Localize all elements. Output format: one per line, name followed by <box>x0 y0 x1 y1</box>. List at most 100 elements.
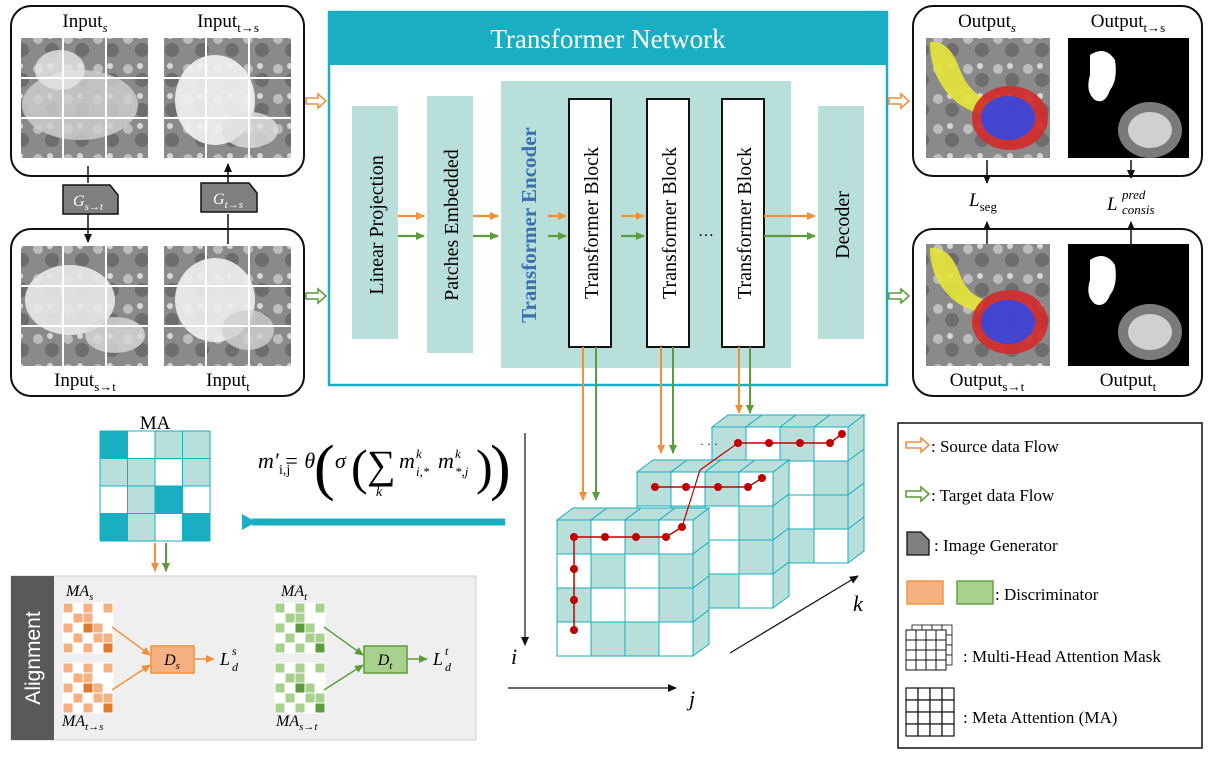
loss-seg: Lseg <box>968 190 997 214</box>
matrix-ma-t2s-cell <box>72 692 84 704</box>
matrix-ma-t2s-cell <box>72 702 84 714</box>
axis-i-label: i <box>511 644 517 669</box>
red-path-middle-dot <box>744 483 752 491</box>
red-path-back-dot <box>826 439 834 447</box>
matrix-ma-s2t-cell <box>314 662 326 674</box>
legend-ma-cell <box>941 723 955 737</box>
matrix-ma-t2s-cell <box>72 672 84 684</box>
matrix-ma-s-cell <box>82 632 94 644</box>
legend-ma-cell <box>929 711 943 725</box>
matrix-ma-s2t-cell <box>274 692 286 704</box>
matrix-ma-s2t-cell <box>274 682 286 694</box>
patches-embedded-box <box>427 96 473 353</box>
linear-projection-box <box>352 106 398 339</box>
label-ma-t: MAt <box>280 583 308 603</box>
loss-d-t-sup: t <box>445 644 449 658</box>
cube-front-cell <box>624 587 660 623</box>
svg-text:Gs→t: Gs→t <box>73 193 104 213</box>
cube-front-cell <box>813 494 849 530</box>
svg-text:k: k <box>455 446 461 461</box>
svg-text:): ) <box>490 434 511 502</box>
cube-front-cell <box>590 621 626 657</box>
discriminator-s: Ds <box>150 645 195 674</box>
legend-mask-cell <box>915 629 927 641</box>
matrix-ma-t2s-cell <box>92 682 104 694</box>
red-path-front-dot <box>570 596 578 604</box>
matrix-ma-s-cell <box>62 602 74 614</box>
matrix-ma-t2s-cell <box>82 702 94 714</box>
legend-mask-icon <box>905 624 953 671</box>
patches-embedded-label: Patches Embedded <box>441 149 463 301</box>
matrix-ma-s-cell <box>82 642 94 654</box>
image-output-s2t <box>926 244 1050 366</box>
matrix-ma-t2s-cell <box>62 672 74 684</box>
input-group-top: Inputs Inputt→s <box>10 5 305 177</box>
label-output-t2s: Outputt→s <box>1091 11 1165 35</box>
svg-text:k: k <box>376 485 383 500</box>
legend-ma-cell <box>929 723 943 737</box>
transformer-block-1-label: Transformer Block <box>581 147 603 299</box>
matrix-ma-t-cell <box>274 602 286 614</box>
matrix-ma-s2t-cell <box>284 702 296 714</box>
label-output-s: Outputs <box>958 11 1016 35</box>
label-ma-t2s: MAt→s <box>61 713 103 733</box>
matrix-ma-s-cell <box>92 642 104 654</box>
matrix-ma-t-cell <box>284 612 296 624</box>
matrix-ma-t2s-cell <box>62 692 74 704</box>
matrix-ma-s2t-cell <box>294 702 306 714</box>
legend-ma-cell <box>941 687 955 701</box>
label-ma-s: MAs <box>65 583 93 603</box>
ma-formula: m′ i,j = θ ( σ ( ∑ k m k i,* m k *,j ) ) <box>258 434 511 502</box>
red-path-middle-dot <box>714 483 722 491</box>
legend-mask-cell <box>915 639 927 651</box>
matrix-ma-s-cell <box>62 632 74 644</box>
legend-mask-cell <box>915 659 927 671</box>
matrix-ma-s-cell <box>82 622 94 634</box>
label-output-s2t: Outputs→t <box>950 370 1025 394</box>
legend-mask-cell <box>925 639 937 651</box>
matrix-ma-s-cell <box>102 602 114 614</box>
matrix-ma-t-cell <box>314 612 326 624</box>
label-output-t: Outputt <box>1100 370 1157 394</box>
matrix-ma-t2s-cell <box>92 692 104 704</box>
red-path-front-dot <box>570 533 578 541</box>
ma-cell <box>182 513 211 542</box>
ma-matrix <box>99 430 211 542</box>
matrix-ma-s2t-cell <box>304 682 316 694</box>
ma-title: MA <box>140 413 171 434</box>
matrix-ma-s-cell <box>92 632 104 644</box>
image-input-s2t <box>21 246 148 366</box>
matrix-ma-t-cell <box>314 632 326 644</box>
legend-mask-cell <box>935 639 947 651</box>
legend-ma-cell <box>905 723 919 737</box>
matrix-ma-t-cell <box>294 612 306 624</box>
ma-cell <box>182 485 211 514</box>
flow-arrow-source-out <box>888 92 911 110</box>
loss-consis-sup: pred <box>1121 187 1146 202</box>
red-path-link <box>681 442 739 528</box>
transformer-block-n <box>721 98 765 348</box>
cube-front-cell <box>658 587 694 623</box>
matrix-ma-t-cell <box>294 602 306 614</box>
output-group-top: Outputs Outputt→s <box>912 5 1203 177</box>
legend-target-icon <box>905 485 931 503</box>
loss-d-s-sup: s <box>232 644 237 658</box>
matrix-ma-s-cell <box>92 612 104 624</box>
matrix-ma-s2t-cell <box>274 672 286 684</box>
red-path-middle-dot <box>682 483 690 491</box>
patch-grid-input-t2s <box>164 38 291 158</box>
cube-front-cell <box>738 471 774 507</box>
alignment-label: Alignment <box>22 611 45 705</box>
alignment-matrices <box>62 602 326 714</box>
image-output-s <box>926 38 1050 158</box>
matrix-ma-s-cell <box>62 612 74 624</box>
image-input-t2s <box>164 38 291 158</box>
matrix-ma-t-cell <box>294 642 306 654</box>
matrix-ma-t-cell <box>304 642 316 654</box>
flow-arrow-source-in <box>305 92 328 110</box>
cube-front-cell <box>704 573 740 609</box>
attention-cubes <box>555 414 866 657</box>
matrix-ma-s-cell <box>72 632 84 644</box>
legend-ma-cell <box>917 711 931 725</box>
matrix-ma-t2s-cell <box>92 662 104 674</box>
